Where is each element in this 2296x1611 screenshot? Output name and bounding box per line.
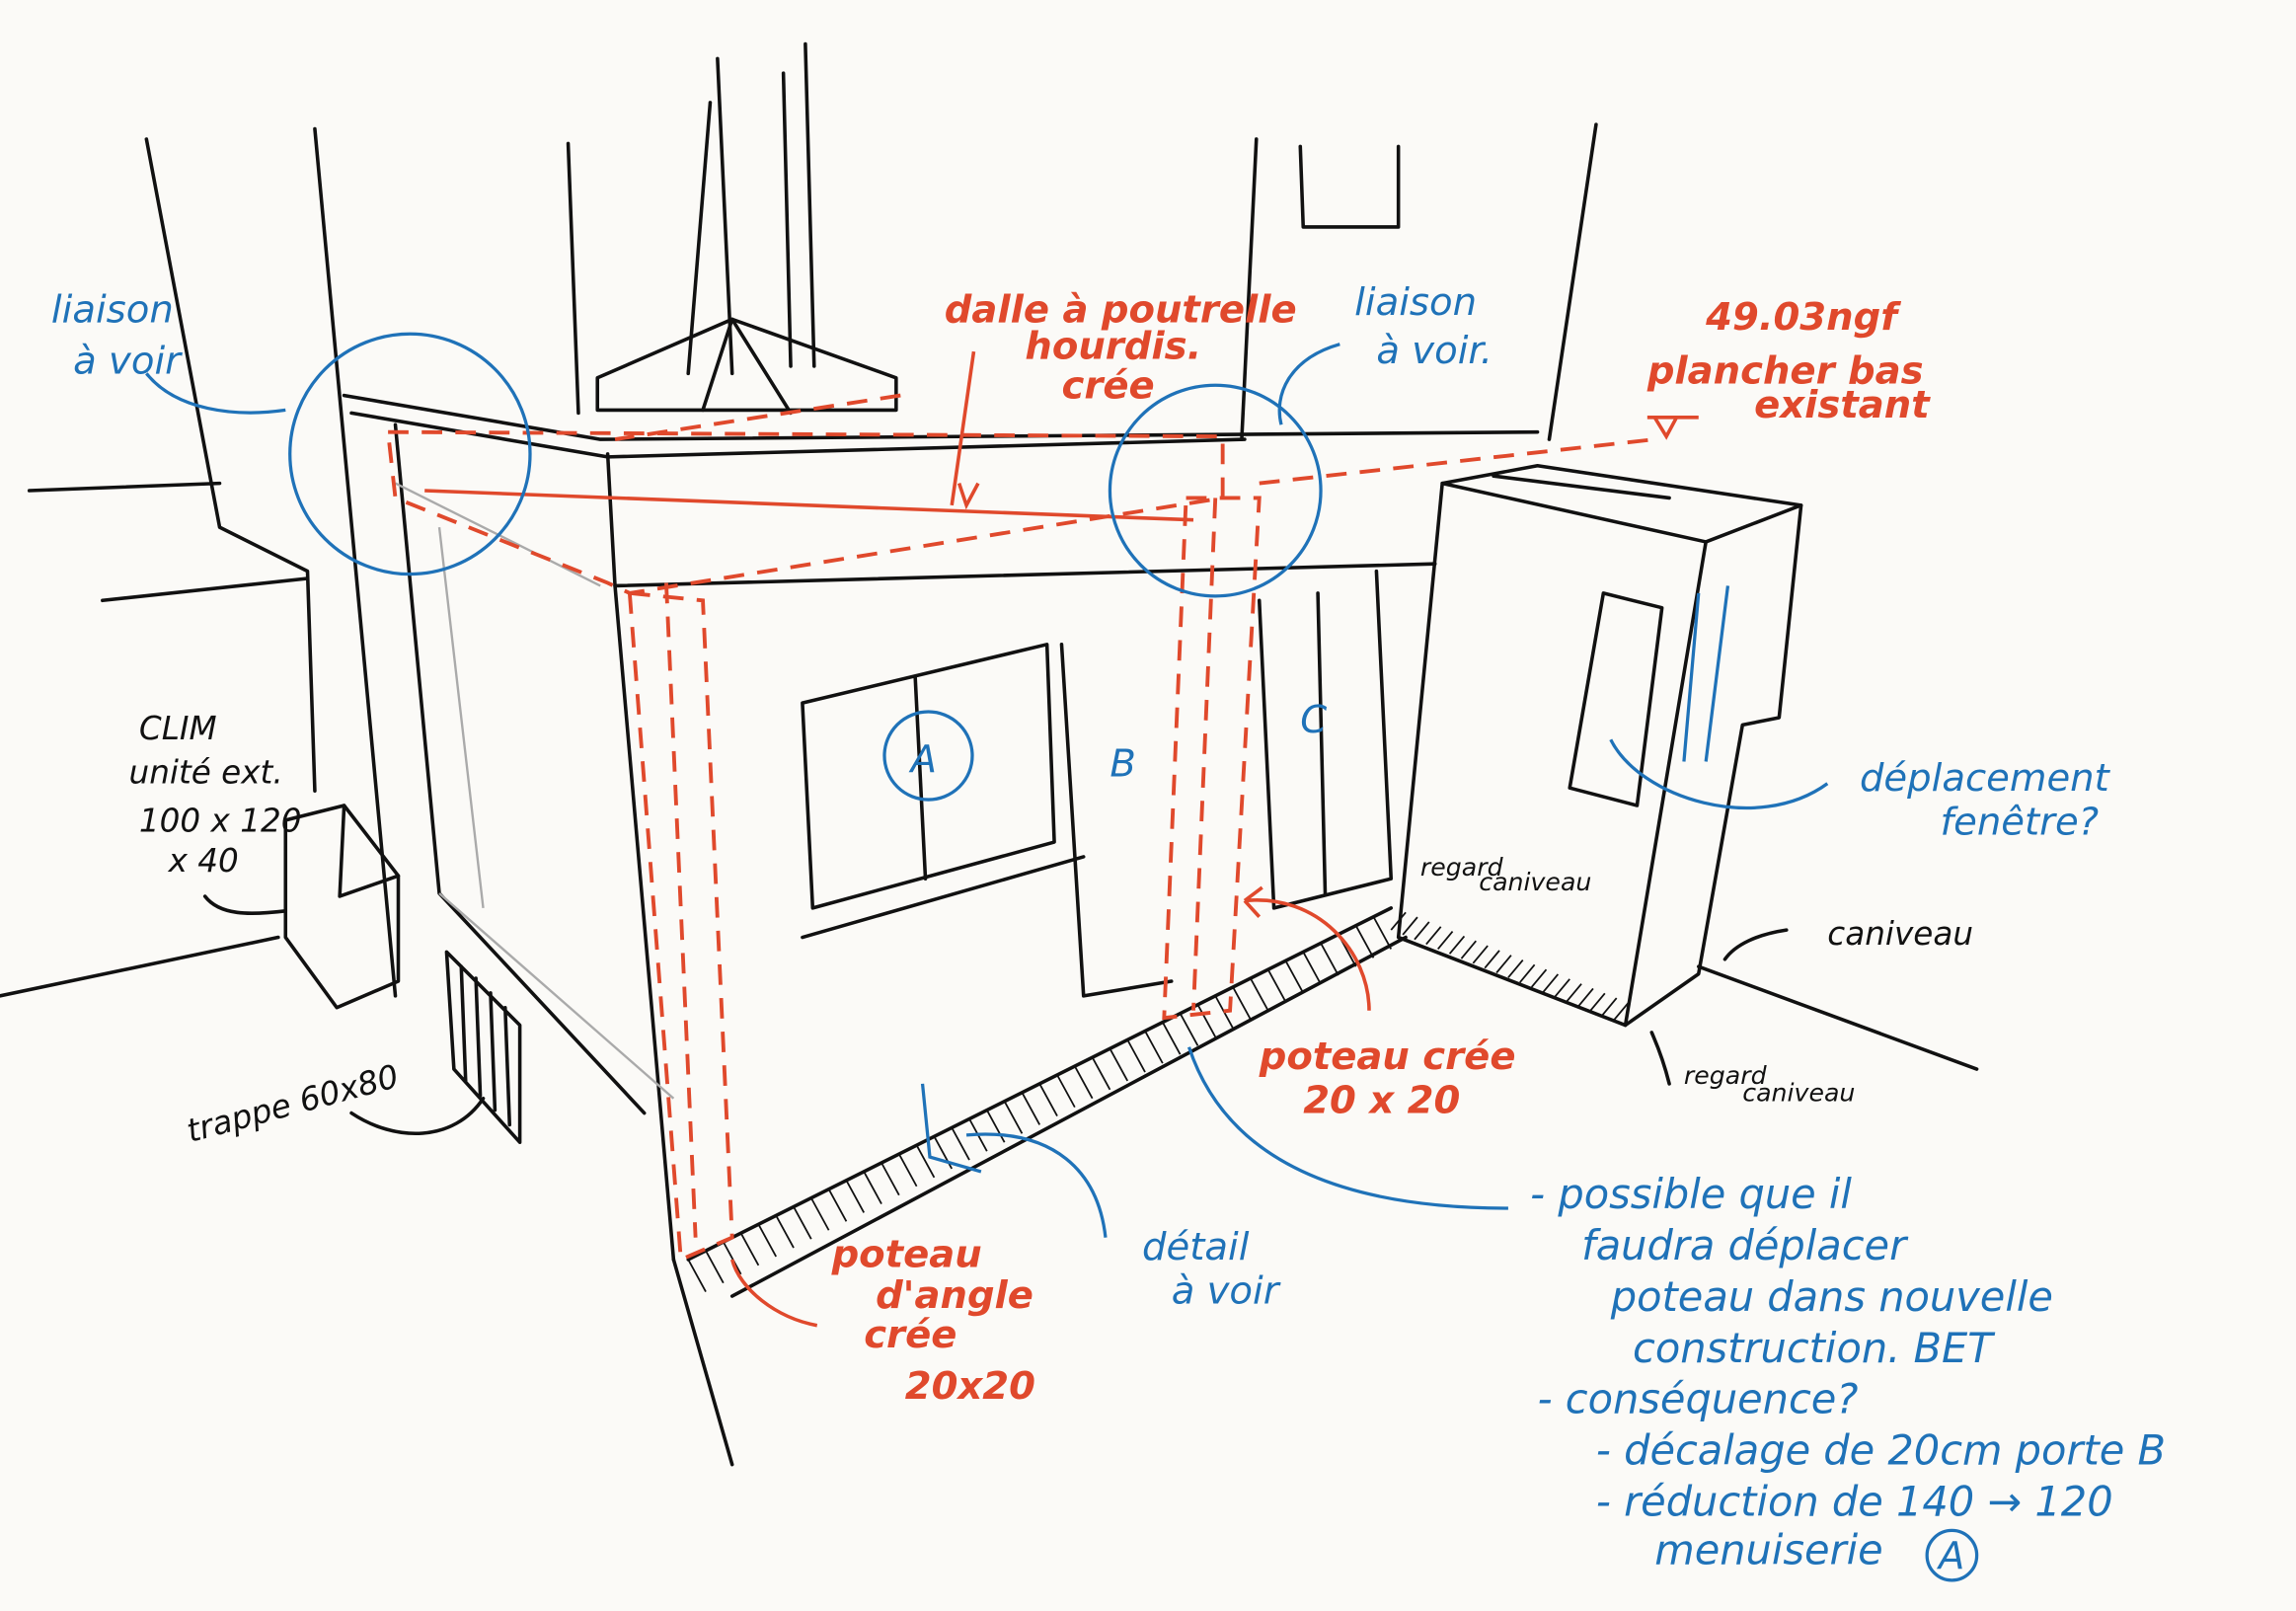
hatch-stroke [1196,1004,1217,1037]
hatch-stroke [1577,987,1594,1007]
hatch-stroke [1354,925,1375,959]
hatch-stroke [863,1171,882,1204]
hatch-stroke [1003,1101,1024,1134]
label-trappe: trappe 60x80 [183,1057,403,1150]
hatch-stroke [1266,968,1287,1003]
door-label-b: B [1110,741,1135,786]
hatch-stroke [1554,978,1570,998]
hatch-stroke [1302,951,1322,985]
hatch-stroke [1566,983,1582,1003]
hatch-stroke [1425,926,1442,946]
hatch-stroke [1507,959,1524,978]
hatch-stroke [1232,986,1252,1021]
hatch-stroke [986,1110,1006,1143]
hatch-stroke [1437,931,1454,950]
hatch-stroke [1126,1038,1146,1073]
clim-unit [283,804,401,1010]
hatch-stroke [898,1153,918,1188]
hatch-stroke [1162,1022,1182,1055]
hatch-stroke [793,1206,812,1240]
hatch-stroke [1613,1002,1630,1022]
hatch-stroke [1179,1013,1199,1046]
hatch-stroke [1414,921,1430,941]
hatch-stroke [1530,968,1548,988]
hatch-stroke [951,1126,970,1161]
existing-buildings [0,41,1979,1071]
hatch-stroke [1601,997,1618,1017]
hatch-stroke [1402,916,1418,936]
door-label-c: C [1300,698,1327,742]
hatch-stroke [1091,1056,1111,1091]
hatch-stroke [723,1241,742,1275]
hatch-stroke [687,1259,707,1292]
note-block: - possible que il faudra déplacer poteau… [1530,1170,2179,1574]
hatch-stroke [1144,1031,1164,1064]
hatch-stroke [915,1144,936,1179]
hatch-stroke [705,1250,725,1284]
new-extension [342,317,1540,1467]
note-circle-a-label: A [1936,1534,1964,1578]
trappe-grille [444,950,522,1145]
hatch-stroke [775,1214,795,1249]
hatch-stroke [1542,973,1560,993]
door-label-a: A [908,737,937,782]
hatch-stroke [1038,1083,1058,1116]
hatch-stroke [1056,1074,1076,1109]
hatch-stroke [739,1232,760,1266]
hatch-stroke [880,1162,900,1196]
hatch-stroke [757,1223,777,1258]
hatch-stroke [1109,1047,1129,1082]
hatch-stroke [1519,963,1536,983]
hatch-stroke [1589,992,1606,1012]
hatch-stroke [1320,943,1339,976]
new-structure [385,350,1699,1328]
blue-annotations [145,332,1829,1238]
hatch-stroke [1074,1065,1094,1100]
hatch-stroke [1448,935,1466,955]
hatch-stroke [1250,977,1269,1012]
hatch-stroke [810,1197,830,1231]
hatch-stroke [1021,1092,1041,1125]
hatch-stroke [1484,950,1500,969]
hatch-stroke [1284,959,1305,994]
hatch-stroke [1495,955,1512,974]
hatch-stroke [827,1189,848,1222]
right-block [1396,464,1803,1028]
black-arrows [202,894,1789,1136]
hatch-stroke [1372,916,1393,950]
note-circle-a [1925,1528,1979,1582]
hatch-stroke [1472,945,1489,964]
hatch-stroke [1460,940,1477,959]
label-caniveau: caniveau [1827,915,1973,953]
hatch-stroke [845,1180,865,1213]
